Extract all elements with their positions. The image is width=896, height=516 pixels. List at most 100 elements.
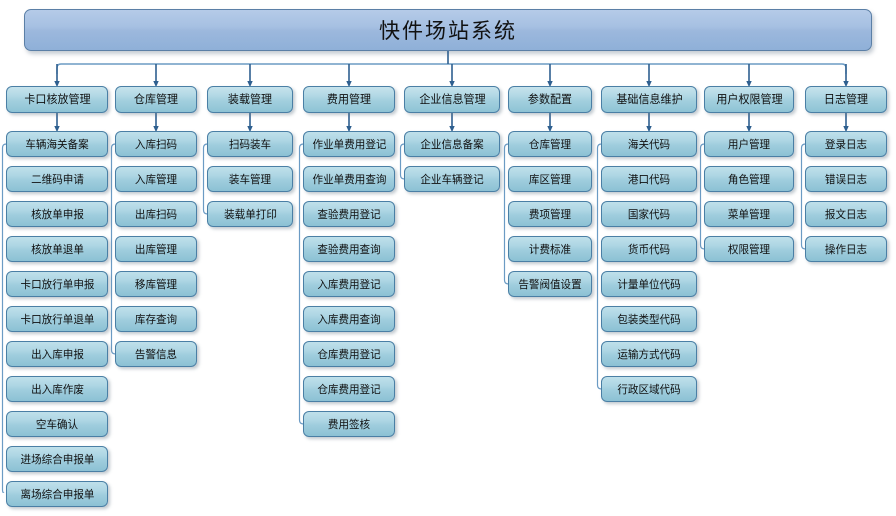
node-item-label: 费项管理 (528, 207, 572, 221)
node-item-label: 车辆海关备案 (25, 137, 89, 151)
node-item-label: 出入库申报 (30, 347, 84, 361)
node-item[interactable]: 作业单费用登记 (303, 131, 395, 157)
node-item[interactable]: 移库管理 (115, 271, 197, 297)
group-header-col-warehouse[interactable]: 仓库管理 (115, 86, 197, 113)
group-header-label: 参数配置 (527, 91, 573, 106)
node-item[interactable]: 车辆海关备案 (6, 131, 108, 157)
node-item-label: 计量单位代码 (617, 277, 681, 291)
node-item[interactable]: 核放单申报 (6, 201, 108, 227)
node-item-label: 仓库费用登记 (317, 382, 381, 396)
node-item-label: 报文日志 (824, 207, 868, 221)
node-item[interactable]: 出库管理 (115, 236, 197, 262)
node-item[interactable]: 操作日志 (805, 236, 887, 262)
chart-column-col-logs: 日志管理登录日志错误日志报文日志操作日志 (805, 86, 887, 271)
group-header-col-enterprise[interactable]: 企业信息管理 (404, 86, 500, 113)
node-item-label: 进场综合申报单 (20, 452, 94, 466)
group-header-col-params[interactable]: 参数配置 (508, 86, 592, 113)
node-item[interactable]: 计量单位代码 (601, 271, 697, 297)
node-item[interactable]: 装载单打印 (207, 201, 293, 227)
node-item-label: 费用签核 (327, 417, 371, 431)
node-item[interactable]: 仓库费用登记 (303, 341, 395, 367)
group-header-col-userauth[interactable]: 用户权限管理 (704, 86, 794, 113)
root-node-system-title: 快件场站系统 (24, 9, 872, 51)
node-item-label: 港口代码 (627, 172, 671, 186)
node-item[interactable]: 卡口放行单退单 (6, 306, 108, 332)
node-item-label: 出库管理 (134, 242, 178, 256)
node-item-label: 作业单费用登记 (312, 137, 386, 151)
node-item[interactable]: 运输方式代码 (601, 341, 697, 367)
node-item[interactable]: 角色管理 (704, 166, 794, 192)
node-item-label: 行政区域代码 (617, 382, 681, 396)
node-item[interactable]: 仓库费用登记 (303, 376, 395, 402)
node-item[interactable]: 装车管理 (207, 166, 293, 192)
node-item-label: 企业车辆登记 (420, 172, 484, 186)
group-header-col-fee[interactable]: 费用管理 (303, 86, 395, 113)
node-item[interactable]: 企业车辆登记 (404, 166, 500, 192)
node-item[interactable]: 离场综合申报单 (6, 481, 108, 507)
node-item[interactable]: 货币代码 (601, 236, 697, 262)
node-item[interactable]: 告警阀值设置 (508, 271, 592, 297)
node-item[interactable]: 扫码装车 (207, 131, 293, 157)
node-item-label: 入库费用登记 (317, 277, 381, 291)
node-item[interactable]: 权限管理 (704, 236, 794, 262)
group-header-col-loading[interactable]: 装载管理 (207, 86, 293, 113)
node-item[interactable]: 出入库作废 (6, 376, 108, 402)
node-item[interactable]: 入库费用查询 (303, 306, 395, 332)
node-item[interactable]: 库存查询 (115, 306, 197, 332)
node-item[interactable]: 入库扫码 (115, 131, 197, 157)
node-item-label: 告警信息 (134, 347, 178, 361)
node-item[interactable]: 卡口放行单申报 (6, 271, 108, 297)
group-header-label: 仓库管理 (133, 91, 179, 106)
group-header-label: 企业信息管理 (418, 91, 486, 106)
node-item[interactable]: 入库管理 (115, 166, 197, 192)
node-item-label: 查验费用查询 (317, 242, 381, 256)
node-item-label: 库区管理 (528, 172, 572, 186)
node-item-label: 入库扫码 (134, 137, 178, 151)
node-item[interactable]: 登录日志 (805, 131, 887, 157)
node-item[interactable]: 核放单退单 (6, 236, 108, 262)
node-item[interactable]: 港口代码 (601, 166, 697, 192)
node-item[interactable]: 进场综合申报单 (6, 446, 108, 472)
node-item[interactable]: 国家代码 (601, 201, 697, 227)
node-item[interactable]: 用户管理 (704, 131, 794, 157)
node-item[interactable]: 空车确认 (6, 411, 108, 437)
node-item-label: 装载单打印 (223, 207, 277, 221)
chart-column-col-fee: 费用管理作业单费用登记作业单费用查询查验费用登记查验费用查询入库费用登记入库费用… (303, 86, 395, 446)
node-item[interactable]: 报文日志 (805, 201, 887, 227)
node-item-label: 登录日志 (824, 137, 868, 151)
node-item[interactable]: 计费标准 (508, 236, 592, 262)
node-item[interactable]: 库区管理 (508, 166, 592, 192)
group-header-col-basedata[interactable]: 基础信息维护 (601, 86, 697, 113)
node-item[interactable]: 行政区域代码 (601, 376, 697, 402)
node-item[interactable]: 错误日志 (805, 166, 887, 192)
group-header-col-gate[interactable]: 卡口核放管理 (6, 86, 108, 113)
node-item[interactable]: 作业单费用查询 (303, 166, 395, 192)
node-item[interactable]: 告警信息 (115, 341, 197, 367)
group-header-col-logs[interactable]: 日志管理 (805, 86, 887, 113)
node-item[interactable]: 包装类型代码 (601, 306, 697, 332)
node-item[interactable]: 出库扫码 (115, 201, 197, 227)
node-item[interactable]: 查验费用登记 (303, 201, 395, 227)
node-item[interactable]: 菜单管理 (704, 201, 794, 227)
group-header-label: 费用管理 (326, 91, 372, 106)
node-item-label: 卡口放行单申报 (20, 277, 94, 291)
node-item-label: 货币代码 (627, 242, 671, 256)
chart-column-col-basedata: 基础信息维护海关代码港口代码国家代码货币代码计量单位代码包装类型代码运输方式代码… (601, 86, 697, 411)
root-title-label: 快件场站系统 (379, 19, 517, 43)
node-item[interactable]: 海关代码 (601, 131, 697, 157)
node-item[interactable]: 二维码申请 (6, 166, 108, 192)
node-item[interactable]: 费项管理 (508, 201, 592, 227)
node-item-label: 作业单费用查询 (312, 172, 386, 186)
node-item[interactable]: 出入库申报 (6, 341, 108, 367)
node-item[interactable]: 企业信息备案 (404, 131, 500, 157)
node-item[interactable]: 仓库管理 (508, 131, 592, 157)
node-item-label: 用户管理 (727, 137, 771, 151)
group-header-label: 卡口核放管理 (23, 91, 91, 106)
node-item[interactable]: 查验费用查询 (303, 236, 395, 262)
node-item-label: 核放单申报 (30, 207, 84, 221)
node-item-label: 核放单退单 (30, 242, 84, 256)
node-item[interactable]: 入库费用登记 (303, 271, 395, 297)
node-item-label: 出库扫码 (134, 207, 178, 221)
node-item-label: 出入库作废 (30, 382, 84, 396)
node-item[interactable]: 费用签核 (303, 411, 395, 437)
